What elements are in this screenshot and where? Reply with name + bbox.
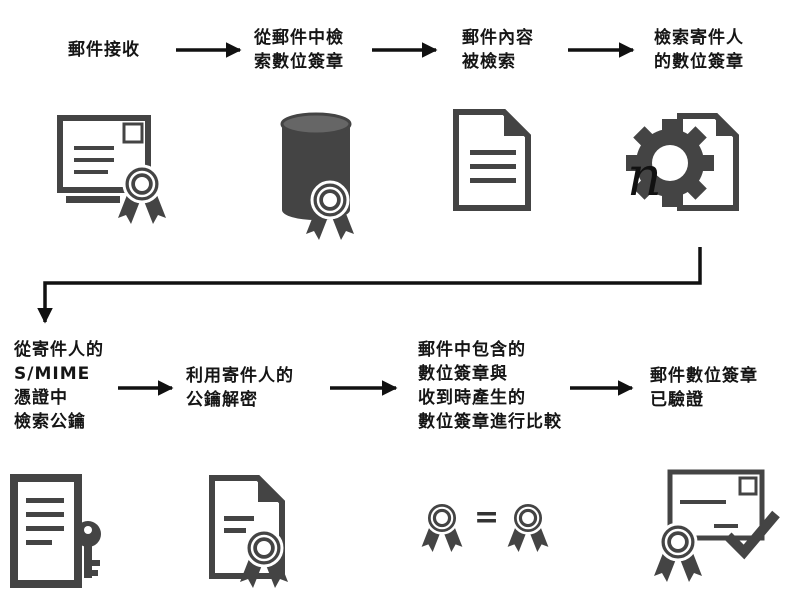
step-8-label: 郵件數位簽章 已驗證 — [650, 366, 758, 410]
step-2-label: 從郵件中檢 索數位簽章 — [254, 28, 344, 72]
certificate-key-icon — [10, 474, 101, 588]
step-6-label: 利用寄件人的 公鑰解密 — [186, 366, 294, 410]
envelope-certificate-check-icon — [652, 469, 780, 584]
step-4-label: 檢索寄件人 的數位簽章 — [654, 28, 744, 72]
document-certificate-icon — [209, 475, 290, 590]
step-1-label: 郵件接收 — [68, 40, 140, 60]
step-5-label: 從寄件人的 S/MIME 憑證中 檢索公鑰 — [14, 340, 104, 432]
envelope-certificate-icon — [57, 115, 168, 226]
gear-document-icon — [626, 113, 739, 211]
step-3-label: 郵件內容 被檢索 — [462, 28, 534, 72]
database-certificate-icon — [280, 112, 356, 242]
math-glyph: n — [627, 145, 662, 208]
arrow-4-to-5 — [37, 247, 702, 324]
step-7-label: 郵件中包含的 數位簽章與 收到時產生的 數位簽章進行比較 — [418, 340, 562, 432]
compare-symbol: = — [474, 500, 500, 535]
document-icon — [453, 109, 531, 211]
